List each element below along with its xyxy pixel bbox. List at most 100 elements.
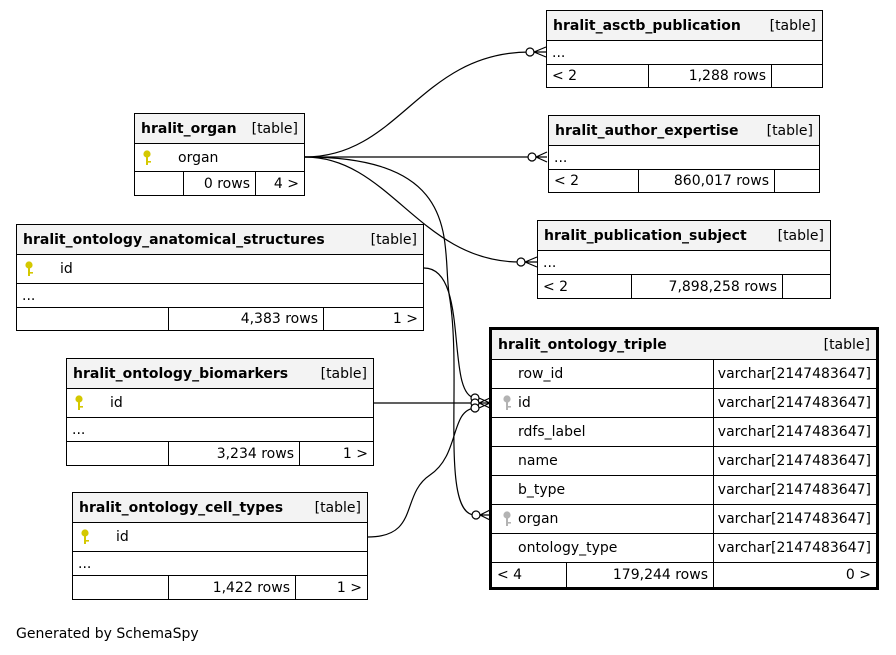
table-ontology-biomarkers[interactable]: hralit_ontology_biomarkers [table] id ..… — [66, 358, 374, 466]
table-name: hralit_author_expertise — [555, 122, 739, 139]
column-name: organ — [518, 511, 559, 527]
edge-anatomical-structures-ontology-triple — [423, 267, 476, 399]
parents-count — [73, 576, 168, 599]
table-name: hralit_ontology_cell_types — [79, 499, 284, 516]
column-name: id — [110, 395, 123, 411]
table-type: [table] — [314, 499, 361, 516]
children-count: 1 > — [295, 576, 367, 599]
edge-organ-ontology-triple — [304, 156, 476, 516]
crowfoot-ontology-triple-id — [470, 393, 491, 413]
table-name: hralit_ontology_anatomical_structures — [23, 231, 325, 248]
table-name: hralit_organ — [141, 120, 237, 137]
crowfoot-author-expertise — [527, 151, 548, 163]
edge-organ-asctb-publication — [304, 51, 531, 158]
row-count: 1,288 rows — [648, 65, 771, 87]
primary-key-icon — [81, 529, 89, 544]
children-count — [774, 170, 819, 192]
table-type: [table] — [370, 231, 417, 248]
row-count: 860,017 rows — [638, 170, 774, 192]
edge-organ-publication-subject — [304, 156, 521, 263]
children-count: 1 > — [323, 308, 423, 330]
table-ontology-anatomical-structures[interactable]: hralit_ontology_anatomical_structures [t… — [16, 224, 424, 331]
column-name: id — [518, 395, 531, 411]
row-count: 4,383 rows — [168, 308, 323, 330]
edge-cell-types-ontology-triple — [367, 407, 476, 538]
column-name: row_id — [518, 366, 564, 382]
row-count: 7,898,258 rows — [631, 275, 782, 298]
primary-key-icon — [75, 395, 83, 410]
column-ellipsis: ... — [543, 254, 557, 271]
column-id[interactable]: id — [73, 523, 134, 551]
table-publication-subject[interactable]: hralit_publication_subject [table] ... <… — [537, 220, 831, 299]
parents-count: < 2 — [543, 278, 569, 295]
column-name: b_type — [518, 482, 566, 498]
column-name: id — [116, 529, 129, 545]
column-ellipsis: ... — [552, 44, 566, 61]
column-type: varchar[2147483647] — [712, 534, 876, 562]
table-type: [table] — [777, 227, 824, 244]
column-name: ontology_type — [518, 540, 618, 556]
table-name: hralit_ontology_biomarkers — [73, 365, 289, 382]
table-type: [table] — [251, 120, 298, 137]
children-count: 4 > — [255, 172, 304, 195]
children-count: 0 > — [713, 563, 876, 587]
table-name: hralit_asctb_publication — [553, 17, 741, 34]
parents-count — [135, 172, 183, 195]
column-id[interactable]: id — [17, 255, 78, 283]
column-ellipsis: ... — [22, 287, 36, 304]
primary-key-icon — [143, 149, 151, 165]
table-author-expertise[interactable]: hralit_author_expertise [table] ... < 2 … — [548, 115, 820, 193]
column-id[interactable]: id — [492, 389, 713, 417]
table-asctb-publication[interactable]: hralit_asctb_publication [table] ... < 2… — [546, 10, 823, 88]
column-name: id — [60, 261, 73, 277]
column-ellipsis: ... — [78, 555, 92, 572]
foreign-key-icon — [503, 395, 511, 410]
table-organ[interactable]: hralit_organ [table] organ 0 rows 4 > — [134, 113, 305, 196]
table-ontology-triple[interactable]: hralit_ontology_triple [table] row_id va… — [489, 327, 879, 590]
column-ontology-type[interactable]: ontology_type — [492, 534, 713, 562]
generated-by-footer: Generated by SchemaSpy — [16, 626, 199, 642]
column-name: rdfs_label — [518, 424, 586, 440]
row-count: 1,422 rows — [168, 576, 295, 599]
column-type: varchar[2147483647] — [712, 505, 876, 533]
column-id[interactable]: id — [67, 389, 128, 417]
crowfoot-ontology-triple-organ — [471, 509, 491, 521]
table-name: hralit_publication_subject — [544, 227, 747, 244]
parents-count — [67, 442, 168, 465]
table-name: hralit_ontology_triple — [498, 336, 667, 353]
table-type: [table] — [320, 365, 367, 382]
column-name-field[interactable]: name — [492, 447, 713, 475]
column-ellipsis: ... — [554, 149, 568, 166]
parents-count: < 2 — [554, 173, 580, 189]
row-count: 0 rows — [183, 172, 255, 195]
crowfoot-publication-subject — [516, 256, 538, 268]
column-type: varchar[2147483647] — [712, 360, 876, 388]
parents-count: < 2 — [552, 68, 578, 84]
table-type: [table] — [766, 122, 813, 139]
table-type: [table] — [823, 336, 870, 353]
row-count: 3,234 rows — [168, 442, 299, 465]
column-name: organ — [178, 149, 219, 166]
parents-count — [17, 308, 168, 330]
column-type: varchar[2147483647] — [712, 476, 876, 504]
column-type: varchar[2147483647] — [712, 447, 876, 475]
column-name: name — [518, 453, 558, 469]
column-organ[interactable]: organ — [135, 144, 223, 171]
row-count: 179,244 rows — [566, 563, 713, 587]
children-count: 1 > — [299, 442, 373, 465]
table-type: [table] — [769, 17, 816, 34]
column-organ[interactable]: organ — [492, 505, 713, 533]
column-rdfs-label[interactable]: rdfs_label — [492, 418, 713, 446]
column-type: varchar[2147483647] — [712, 418, 876, 446]
column-ellipsis: ... — [72, 421, 86, 438]
column-type: varchar[2147483647] — [712, 389, 876, 417]
column-row-id[interactable]: row_id — [492, 360, 713, 388]
foreign-key-icon — [503, 511, 511, 526]
parents-count: < 4 — [497, 567, 523, 583]
column-b-type[interactable]: b_type — [492, 476, 713, 504]
children-count — [771, 65, 822, 87]
children-count — [782, 275, 830, 298]
crowfoot-asctb-publication — [525, 46, 547, 58]
table-ontology-cell-types[interactable]: hralit_ontology_cell_types [table] id ..… — [72, 492, 368, 600]
